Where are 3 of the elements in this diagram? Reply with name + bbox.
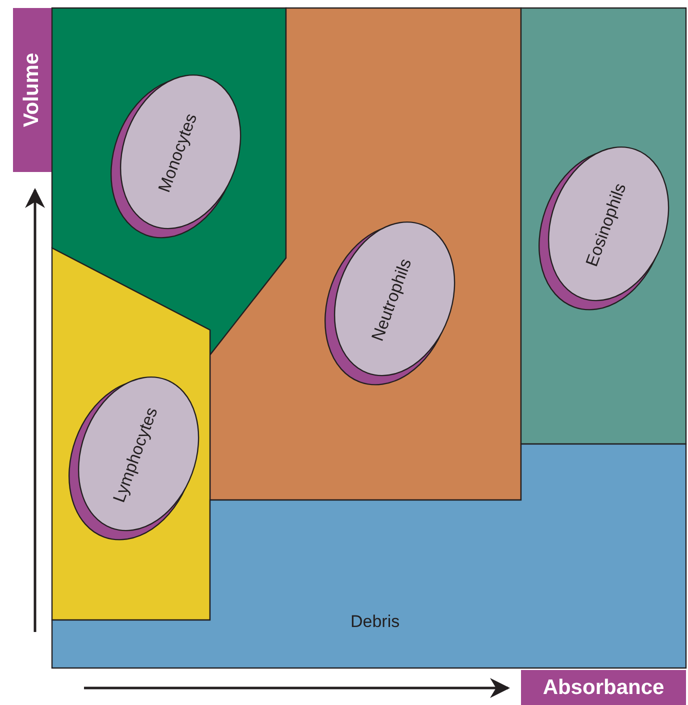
cell-type-label: Debris [350,612,400,632]
axis-title: Absorbance [521,670,686,705]
axis-title: Volume [13,8,52,172]
